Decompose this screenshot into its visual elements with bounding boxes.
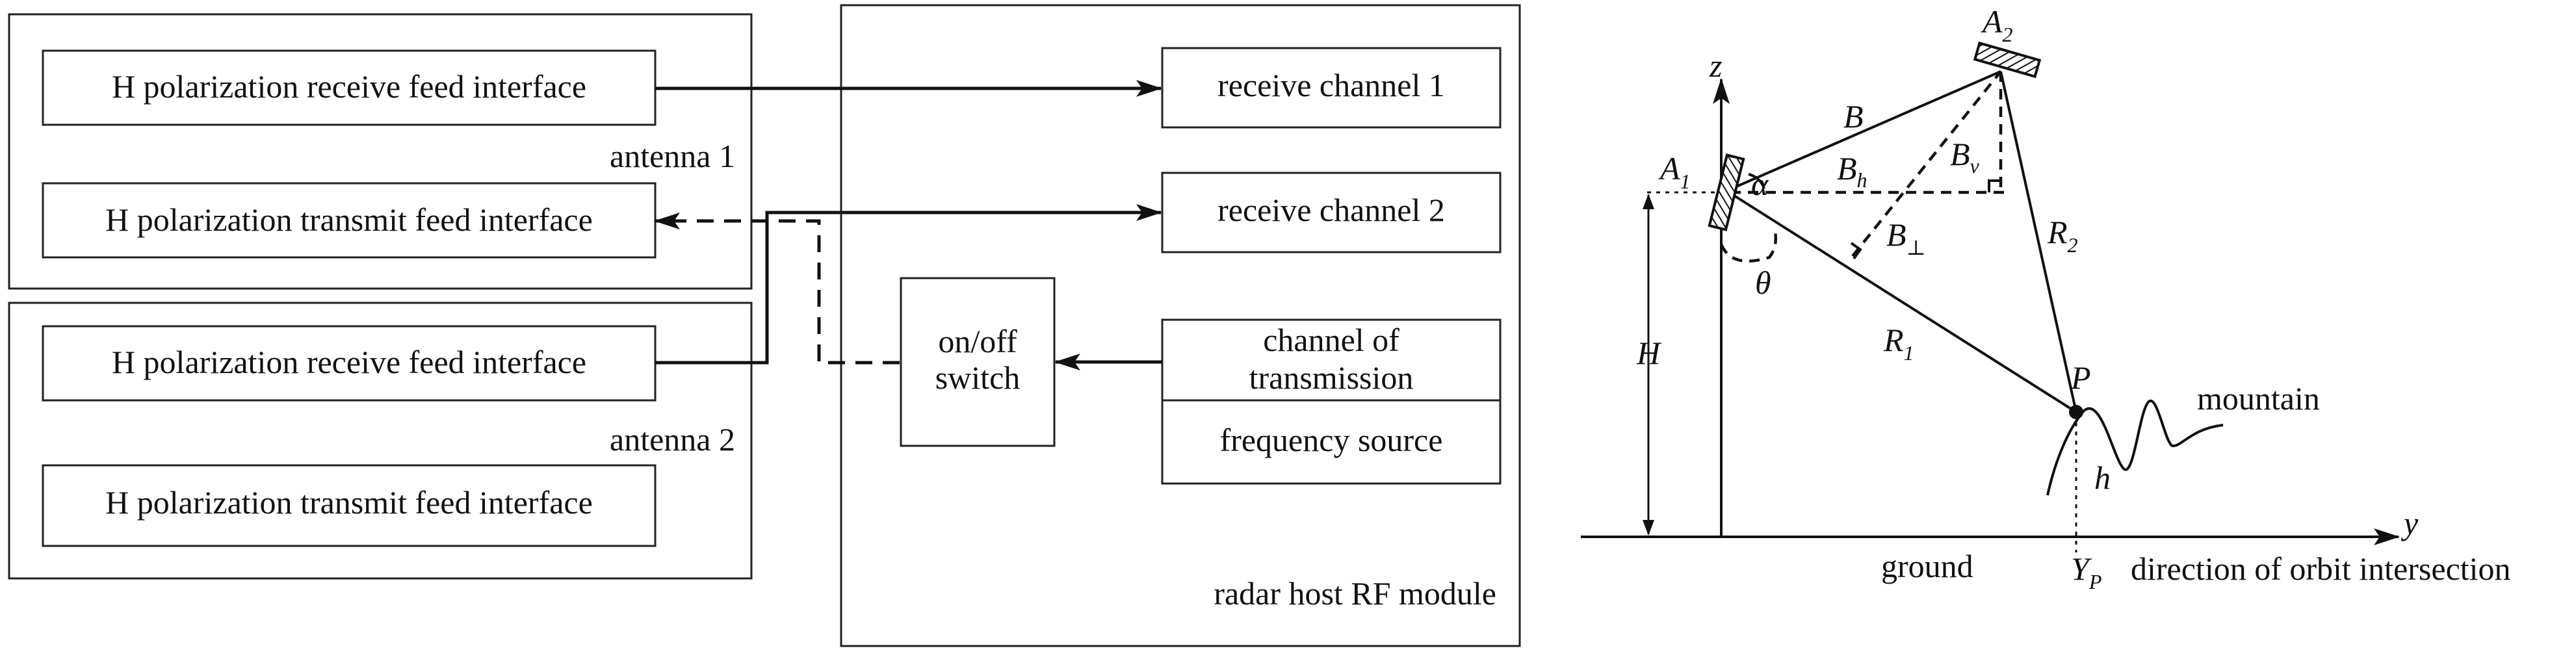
a2-label: A2 <box>1981 3 2013 46</box>
antenna-1-frame <box>8 13 753 290</box>
b-label: B <box>1843 98 1864 135</box>
block-diagram: H polarization receive feed interface an… <box>8 4 1521 647</box>
antenna-2-transmit-feed-label: H polarization transmit feed interface <box>105 484 593 521</box>
transmission-channel-box <box>1161 318 1502 402</box>
alpha-symbol: α <box>1751 166 1769 202</box>
antenna-1-transmit-feed-label: H polarization transmit feed interface <box>105 201 593 238</box>
slant-range-r2 <box>1999 71 2077 413</box>
mountain-label: mountain <box>2197 380 2320 417</box>
frequency-source-box <box>1161 399 1502 485</box>
switch-label-line2: switch <box>935 359 1021 396</box>
theta-arc <box>1719 228 1777 263</box>
baseline-perpendicular <box>1851 70 2002 257</box>
height-bottom-tick <box>1643 520 1654 536</box>
alpha-arc <box>1748 173 1765 189</box>
transmission-channel-label-line1: channel of <box>1263 322 1399 358</box>
frequency-source-label: frequency source <box>1220 422 1443 458</box>
bv-label: Bv <box>1950 136 1980 177</box>
r1-label: R1 <box>1883 322 1914 365</box>
geometry-diagram: z y H α θ A1 A2 B <box>1581 3 2511 593</box>
yp-label: YP <box>2071 550 2101 593</box>
right-angle-bperp <box>1850 242 1862 260</box>
antenna-2-label: antenna 2 <box>610 421 735 458</box>
bperp-label: B⊥ <box>1886 216 1926 259</box>
rf-module-frame <box>840 4 1521 647</box>
rf-module-label: radar host RF module <box>1214 575 1496 612</box>
r2-label: R2 <box>2047 214 2078 257</box>
receive-channel-2-label: receive channel 2 <box>1217 192 1445 228</box>
orbit-direction-label: direction of orbit intersection <box>2131 550 2511 587</box>
height-label: H <box>1636 335 1662 371</box>
antenna-1-label: antenna 1 <box>610 138 735 174</box>
antenna-1-transmit-feed-box <box>42 182 657 259</box>
y-axis-label: y <box>2400 505 2419 541</box>
ground-label: ground <box>1881 548 1973 584</box>
antenna-a1-icon <box>1708 153 1745 231</box>
antenna-a2-icon <box>1973 41 2042 79</box>
a1-label: A1 <box>1658 150 1691 193</box>
theta-symbol: θ <box>1755 265 1771 301</box>
z-axis-label: z <box>1709 47 1722 84</box>
height-top-tick <box>1643 194 1654 209</box>
switch-to-antenna-1-transmit-arrow <box>654 213 900 365</box>
baseline-b <box>1728 70 2001 191</box>
antenna-1-receive-feed-label: H polarization receive feed interface <box>112 68 586 105</box>
h-label: h <box>2094 459 2111 496</box>
receive-channel-1-label: receive channel 1 <box>1217 67 1445 103</box>
switch-label-line1: on/off <box>938 323 1017 359</box>
slant-range-r1 <box>1728 191 2077 413</box>
antenna-2-frame <box>8 302 753 580</box>
antenna-2-to-receive-channel-2-arrow <box>655 204 1162 365</box>
antenna-2-transmit-feed-box <box>42 464 657 547</box>
p-label: P <box>2070 359 2091 396</box>
antenna-1-receive-feed-box <box>42 49 657 126</box>
antenna-2-receive-feed-label: H polarization receive feed interface <box>112 344 586 380</box>
mountain-terrain <box>2046 399 2224 496</box>
antenna-2-receive-feed-box <box>42 325 657 402</box>
right-angle-bh-bv <box>1988 179 2001 192</box>
bh-label: Bh <box>1837 150 1867 192</box>
receive-channel-1-box <box>1161 47 1502 129</box>
transmission-channel-label-line2: transmission <box>1249 359 1414 396</box>
receive-channel-2-box <box>1161 172 1502 253</box>
target-point-p <box>2069 405 2083 419</box>
